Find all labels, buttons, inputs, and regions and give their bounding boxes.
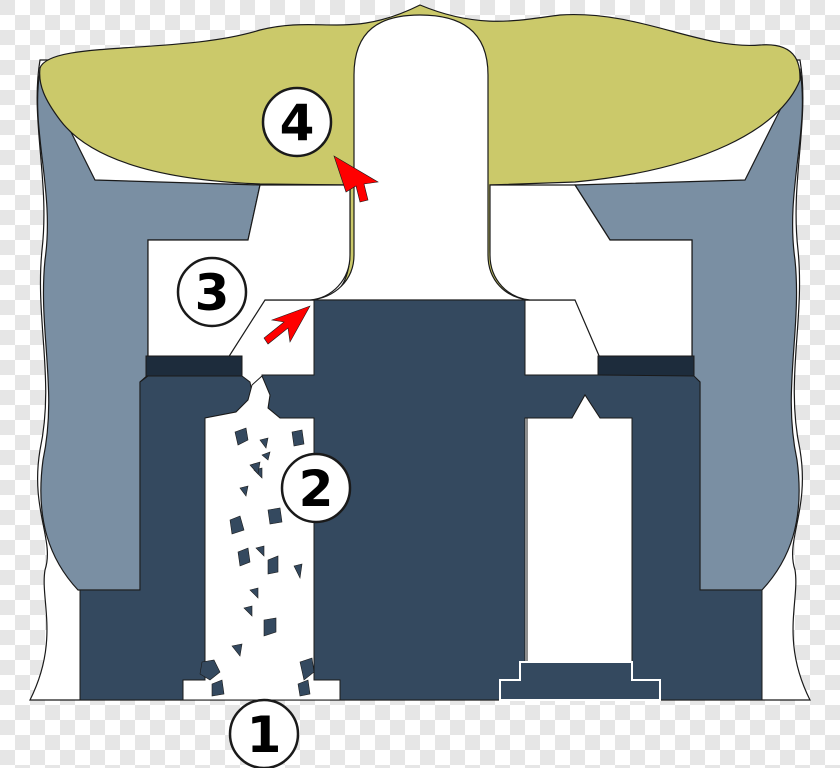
label-1: 1 bbox=[228, 698, 300, 768]
debris-particles bbox=[199, 427, 315, 697]
arrow-4 bbox=[333, 155, 379, 203]
label-1-text: 1 bbox=[247, 706, 282, 764]
chamber-right bbox=[489, 184, 693, 359]
cap-right bbox=[597, 355, 695, 377]
label-3-text: 3 bbox=[195, 264, 230, 322]
grey-block-left bbox=[37, 68, 261, 591]
label-4: 4 bbox=[261, 86, 333, 158]
label-3: 3 bbox=[176, 256, 248, 328]
arrow-3 bbox=[263, 305, 311, 345]
label-2-text: 2 bbox=[299, 460, 334, 518]
slot-right-plug bbox=[499, 661, 661, 701]
cap-left bbox=[145, 355, 243, 377]
grey-block-right bbox=[573, 68, 803, 591]
label-4-text: 4 bbox=[280, 94, 315, 152]
top-channel bbox=[309, 14, 531, 301]
slot-right bbox=[519, 394, 633, 676]
label-2: 2 bbox=[280, 452, 352, 524]
